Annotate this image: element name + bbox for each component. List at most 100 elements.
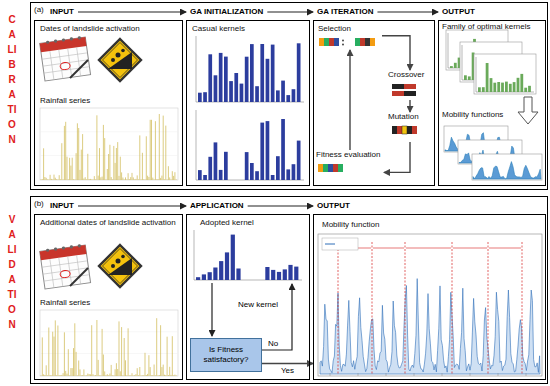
calendar-icon [39, 35, 90, 81]
section-label: VALIDATION [7, 212, 17, 332]
box-frame [438, 20, 546, 186]
box-frame [186, 20, 310, 186]
activation-marker [338, 242, 339, 374]
kernel-bar [214, 75, 218, 102]
box-text: Rainfall series [40, 96, 180, 106]
mobility-functions-stack [444, 126, 542, 180]
kernel-bar [513, 82, 516, 92]
kernel-bar [260, 123, 264, 180]
kernel-bar [266, 121, 270, 180]
box-text: Rainfall series [40, 298, 180, 308]
kernel-bar [450, 66, 453, 68]
chart-legend-box [322, 238, 358, 250]
kernel-bar [208, 157, 212, 180]
box-text: Mutation [388, 112, 432, 122]
kernel-bar [276, 90, 280, 102]
stage-box: GA ITERATIONSelectionCrossoverMutationFi… [313, 6, 435, 186]
kernel-bar [208, 54, 212, 102]
kernel-bar [198, 170, 202, 180]
ga-step: Crossover [388, 70, 432, 100]
kernel-bar [260, 44, 264, 102]
kernel-bar [509, 84, 512, 92]
kernel-bar [214, 142, 218, 180]
box-text: Fitness evaluation [316, 150, 384, 160]
mobility-series [320, 279, 540, 374]
kernel-bar [486, 63, 489, 92]
kernel-bar [497, 82, 500, 92]
box-frame [34, 214, 183, 380]
decision-text: Is Fitness satisfactory? [193, 345, 259, 365]
kernel-bar [490, 78, 493, 92]
landslide-sign [99, 39, 141, 81]
flow-label: New kernel [238, 300, 278, 310]
ga-step: Fitness evaluation [316, 150, 384, 182]
optimal-kernels-stack [446, 30, 536, 94]
rain-bars [41, 318, 176, 376]
kernel-bar [528, 86, 531, 92]
stage-heading: INPUT [50, 201, 74, 211]
box-text: Family of optimal kernels [442, 22, 544, 32]
chart-frame [40, 108, 178, 180]
grid-line [40, 332, 178, 354]
flow-connector [349, 50, 350, 150]
kernel-bar [202, 274, 206, 280]
kernel-bar [219, 170, 223, 180]
chart-legend-line [325, 244, 335, 245]
box-text: Adopted kernel [200, 218, 300, 228]
activation-marker [372, 242, 373, 374]
hollow-arrow [518, 97, 538, 124]
activation-marker [488, 242, 489, 374]
calendar-icon [39, 243, 90, 289]
kernel-bar [266, 59, 270, 102]
panel-frame: (a)INPUTDates of landslide activationRai… [30, 2, 548, 190]
kernel-bar [468, 76, 471, 80]
chart-axis [476, 57, 534, 92]
kernel-bar [219, 261, 223, 280]
header-arrow [78, 205, 186, 206]
kernel-bar [292, 89, 296, 102]
axis-ticks [330, 373, 526, 376]
kernel-bar [234, 73, 238, 102]
chart-axis [196, 36, 304, 102]
rainfall-chart [40, 108, 178, 180]
kernel-bar [203, 175, 207, 180]
kernel-chart [196, 36, 304, 102]
ga-step: Mutation [388, 112, 432, 142]
chart-frame [472, 154, 542, 180]
kernel-bar [203, 92, 207, 102]
stage-heading: OUTPUT [442, 7, 475, 17]
kernel-bar [229, 81, 233, 102]
kernel-bar [271, 175, 275, 180]
kernel-bar [255, 171, 259, 180]
panel-frame: (b)INPUTAdditional dates of landslide ac… [30, 196, 548, 384]
stage-heading: OUTPUT [317, 201, 350, 211]
kernel-bar [255, 86, 259, 102]
kernel-bar [265, 267, 269, 280]
kernel-bar [219, 53, 223, 102]
kernel-bar [245, 57, 249, 102]
box-text: Mobility function [322, 220, 442, 230]
kernel-bar [245, 152, 249, 180]
stage-box: INPUTAdditional dates of landslide activ… [34, 200, 183, 380]
kernel-bar [250, 44, 254, 102]
chart-frame [318, 234, 542, 376]
activation-marker [405, 242, 406, 374]
activation-marker [522, 242, 523, 374]
box-frame [313, 214, 546, 380]
header-arrow [78, 11, 186, 12]
header-arrow [267, 11, 313, 12]
kernel-bar [520, 74, 523, 92]
mobility-series [473, 162, 541, 179]
kernel-bar [454, 63, 457, 68]
box-text: Dates of landslide activation [40, 24, 180, 34]
kernel-bar [297, 141, 301, 180]
stage-box: GA INITIALIZATIONCasual kernels [186, 6, 310, 186]
decision-box: Is Fitness satisfactory? [190, 338, 262, 372]
kernel-bar [297, 43, 301, 102]
activation-marker [452, 242, 453, 374]
rainfall-chart [40, 310, 178, 376]
kernel-bar [224, 152, 228, 180]
kernel-bar [225, 252, 229, 280]
loop-arrow [262, 284, 292, 350]
